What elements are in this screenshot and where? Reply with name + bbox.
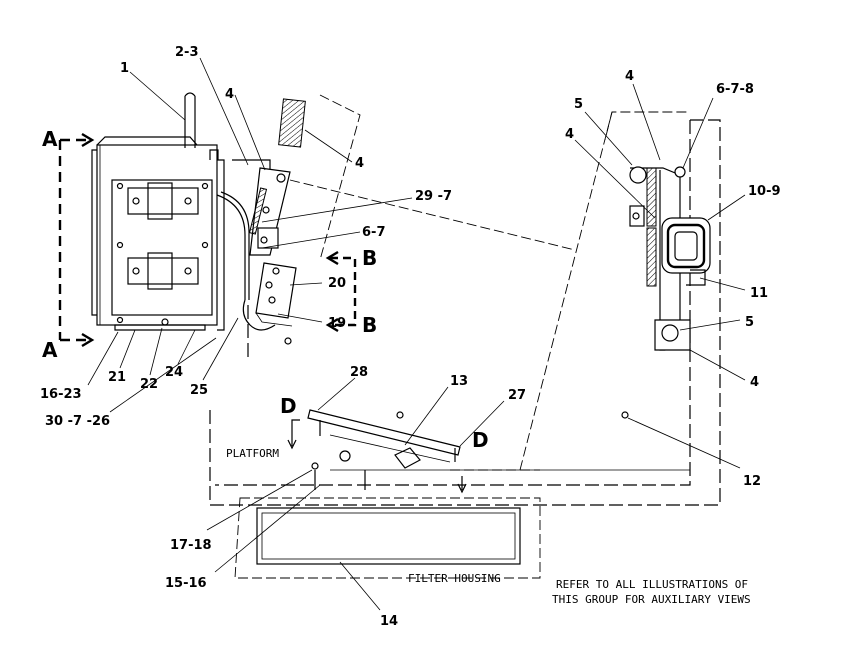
callout-12: 12 xyxy=(743,474,761,489)
callout-16-23: 16-23 xyxy=(40,387,82,402)
callout-19: 19 xyxy=(328,316,346,331)
callout-29-7: 29 -7 xyxy=(415,189,452,204)
callout-24: 24 xyxy=(165,365,183,380)
section-letters: A A B B D D xyxy=(42,127,489,452)
callout-22: 22 xyxy=(140,377,158,392)
latch-assembly xyxy=(248,167,297,345)
callout-4-right-top: 4 xyxy=(625,69,634,84)
electrical-panel xyxy=(91,136,225,331)
platform-label: PLATFORM xyxy=(226,447,279,460)
callout-30-7-26: 30 -7 -26 xyxy=(45,414,110,429)
callout-20: 20 xyxy=(328,276,346,291)
callout-13: 13 xyxy=(450,374,468,389)
callout-6-7: 6-7 xyxy=(362,225,386,240)
section-a-top: A xyxy=(42,127,58,151)
callout-4-right-bottom: 4 xyxy=(750,375,759,390)
decal xyxy=(278,98,306,148)
section-a-marker xyxy=(58,132,95,348)
callout-5-right-bottom: 5 xyxy=(745,315,754,330)
section-a-bottom: A xyxy=(42,338,58,362)
section-b-top: B xyxy=(362,246,377,270)
callout-2-3: 2-3 xyxy=(175,45,199,60)
callout-1: 1 xyxy=(120,61,129,76)
callout-6-7-8: 6-7-8 xyxy=(716,82,754,97)
callout-4-decal: 4 xyxy=(355,156,364,171)
platform-area xyxy=(234,409,541,579)
note-line-1: REFER TO ALL ILLUSTRATIONS OF xyxy=(556,578,748,591)
callout-21: 21 xyxy=(108,370,126,385)
callout-27: 27 xyxy=(508,388,526,403)
callouts: 1 2-3 4 4 29 -7 6-7 20 19 21 22 24 16-23… xyxy=(40,45,781,629)
mast-post xyxy=(184,92,219,160)
section-b-bottom: B xyxy=(362,313,377,337)
section-d-right: D xyxy=(472,428,489,452)
callout-5-right-top: 5 xyxy=(574,97,583,112)
section-b-marker xyxy=(325,250,357,333)
callout-28: 28 xyxy=(350,365,368,380)
callout-25: 25 xyxy=(190,383,208,398)
callout-15-16: 15-16 xyxy=(165,576,207,591)
callout-17-18: 17-18 xyxy=(170,538,212,553)
note-line-2: THIS GROUP FOR AUXILIARY VIEWS xyxy=(552,593,751,606)
area-labels: PLATFORM FILTER HOUSING REFER TO ALL ILL… xyxy=(226,447,751,606)
leader-lines xyxy=(87,57,746,611)
callout-11: 11 xyxy=(750,286,768,301)
filter-housing-label: FILTER HOUSING xyxy=(408,572,501,585)
callout-10-9: 10-9 xyxy=(748,184,781,199)
callout-14: 14 xyxy=(380,614,398,629)
callout-4-top-left: 4 xyxy=(225,87,234,102)
right-hardware xyxy=(621,166,711,419)
section-d-left: D xyxy=(280,394,297,418)
callout-4-right-mid: 4 xyxy=(565,127,574,142)
